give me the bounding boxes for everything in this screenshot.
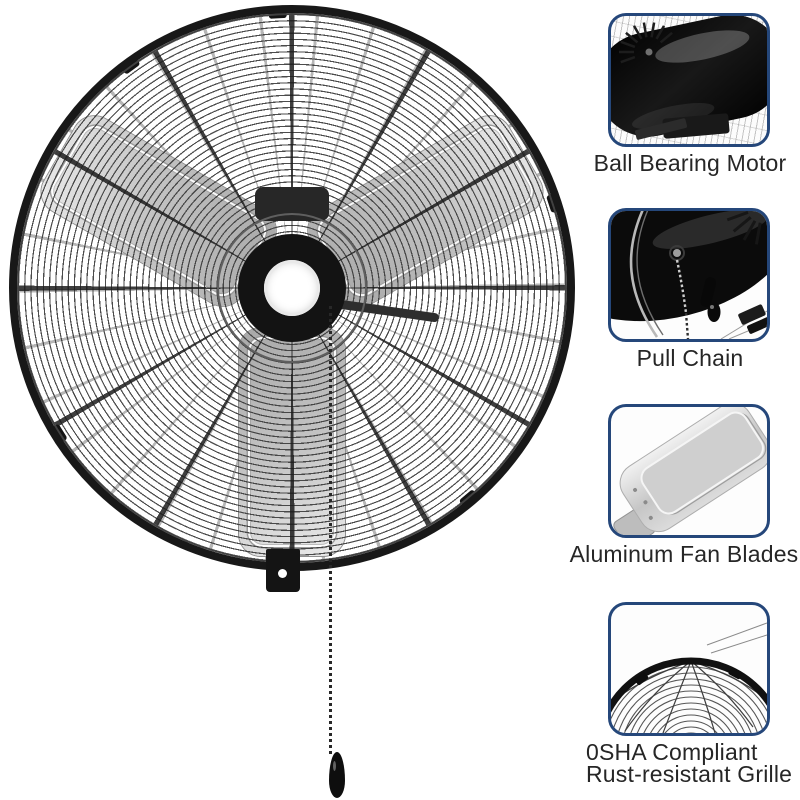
callout-aluminum-fan-blades: Aluminum Fan Blades bbox=[570, 404, 800, 566]
callout-label-aluminum-fan-blades: Aluminum Fan Blades bbox=[569, 541, 799, 567]
callout-ball-bearing-motor: Ball Bearing Motor bbox=[580, 13, 800, 175]
callout-label-ball-bearing-motor: Ball Bearing Motor bbox=[593, 150, 787, 176]
callout-label-osha-line1: 0SHA Compliant bbox=[586, 739, 758, 765]
wall-mount-bracket bbox=[266, 549, 300, 592]
callout-label-osha-line2: Rust-resistant Grille bbox=[586, 761, 793, 787]
callout-label-pull-chain: Pull Chain bbox=[636, 345, 744, 371]
blade-closeup-frame bbox=[608, 404, 770, 538]
pull-chain-knob bbox=[329, 752, 345, 798]
pull-chain-closeup-image bbox=[611, 211, 767, 339]
fan-image bbox=[9, 5, 575, 571]
callout-osha-grille: 0SHA Compliant Rust-resistant Grille bbox=[580, 602, 800, 787]
pull-chain-cord bbox=[329, 306, 332, 754]
fan-rim bbox=[9, 5, 575, 571]
callout-label-osha-grille: 0SHA Compliant Rust-resistant Grille bbox=[586, 739, 800, 787]
bracket-hole bbox=[278, 569, 287, 578]
pull-chain-closeup-frame bbox=[608, 208, 770, 342]
callout-pull-chain: Pull Chain bbox=[580, 208, 800, 370]
feature-callouts: Ball Bearing Motor bbox=[570, 0, 800, 800]
grille-closeup-frame bbox=[608, 602, 770, 736]
blade-closeup-image bbox=[611, 407, 767, 535]
motor-closeup-image bbox=[611, 16, 767, 140]
motor-closeup-frame bbox=[608, 13, 770, 147]
grille-closeup-image bbox=[611, 622, 767, 733]
